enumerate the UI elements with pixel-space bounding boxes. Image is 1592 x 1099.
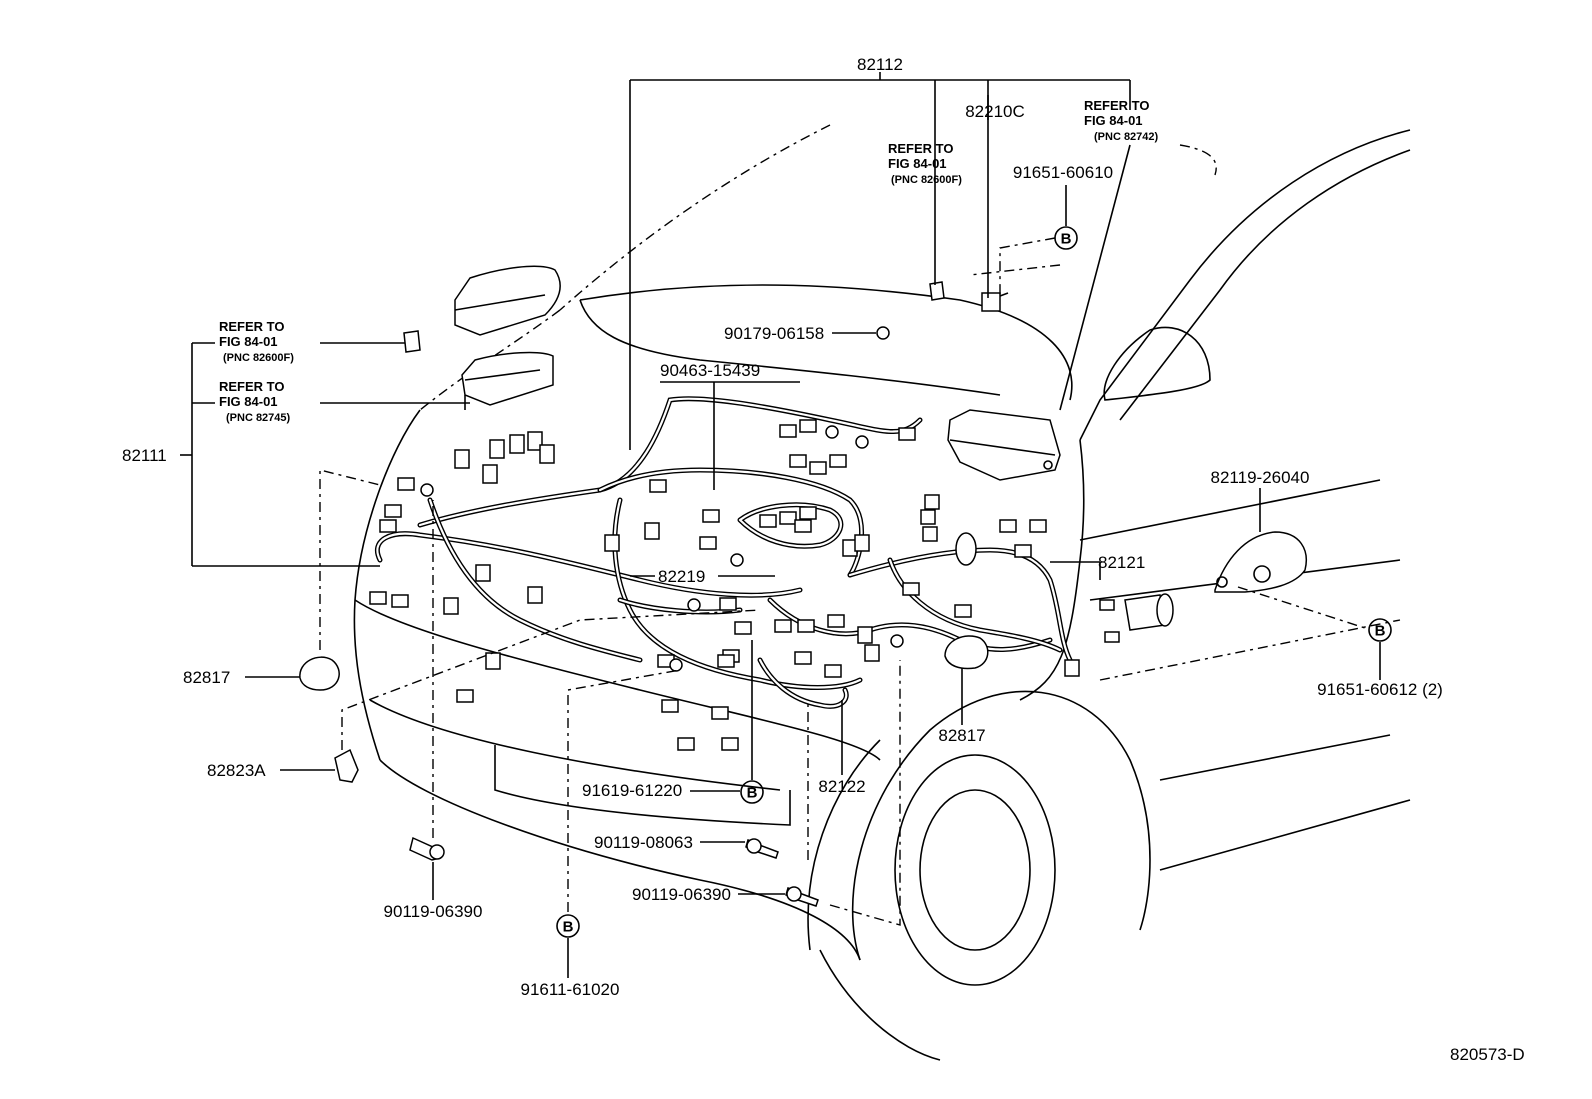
label-90119-08063: 90119-08063: [594, 833, 693, 852]
connectors: [369, 419, 1174, 751]
leader-lines: [180, 72, 1381, 978]
svg-text:B: B: [563, 919, 574, 936]
horn-icon: [1214, 531, 1307, 593]
ecu-module: [947, 409, 1061, 481]
label-82121: 82121: [1098, 553, 1145, 572]
refer-b-line3: (PNC 82600F): [891, 174, 962, 186]
refer-c-line3: (PNC 82600F): [223, 352, 294, 364]
svg-text:B: B: [1061, 231, 1072, 248]
refer-a-line2: FIG 84-01: [1084, 113, 1143, 128]
label-82111: 82111: [122, 446, 167, 465]
label-82210c: 82210C: [965, 102, 1025, 121]
refer-a-line3: (PNC 82742): [1094, 131, 1159, 143]
label-82119-26040: 82119-26040: [1211, 468, 1310, 487]
clip-icon: [299, 635, 989, 691]
b-marker-icon: B B B B: [556, 226, 1392, 938]
label-91611-61020: 91611-61020: [521, 980, 620, 999]
vehicle-body-outline: [353, 124, 1411, 1061]
label-82219: 82219: [658, 567, 705, 586]
fuse-box: [461, 351, 554, 410]
fuse-box-cover: [454, 265, 561, 336]
label-90119-06390-right: 90119-06390: [632, 885, 731, 904]
label-90119-06390-left: 90119-06390: [384, 902, 483, 921]
label-82817-left: 82817: [183, 668, 230, 687]
label-91651-60612: 91651-60612 (2): [1317, 680, 1443, 699]
label-91651-60610: 91651-60610: [1013, 163, 1113, 182]
refer-b-line1: REFER TO: [888, 141, 954, 156]
part-labels: 82112 82210C REFER TO FIG 84-01 (PNC 827…: [122, 55, 1525, 1064]
fuse-icon: [403, 281, 945, 353]
label-82122: 82122: [818, 777, 865, 796]
svg-text:B: B: [1375, 623, 1386, 640]
figure-code: 820573-D: [1450, 1045, 1525, 1064]
label-90179-06158: 90179-06158: [724, 324, 824, 343]
label-82823a: 82823A: [207, 761, 266, 780]
refer-c-line2: FIG 84-01: [219, 334, 278, 349]
refer-d-line3: (PNC 82745): [226, 412, 291, 424]
svg-text:B: B: [747, 785, 758, 802]
clamp-icon: [334, 748, 359, 783]
bolt-icon: [409, 326, 890, 907]
label-82112: 82112: [857, 55, 903, 74]
label-90463-15439: 90463-15439: [660, 361, 760, 380]
refer-a-line1: REFER TO: [1084, 98, 1150, 113]
label-91619-61220: 91619-61220: [582, 781, 682, 800]
refer-b-line2: FIG 84-01: [888, 156, 947, 171]
relay-icon: [981, 292, 1009, 312]
label-82817-right: 82817: [938, 726, 985, 745]
refer-c-line1: REFER TO: [219, 319, 285, 334]
refer-d-line1: REFER TO: [219, 379, 285, 394]
refer-d-line2: FIG 84-01: [219, 394, 278, 409]
